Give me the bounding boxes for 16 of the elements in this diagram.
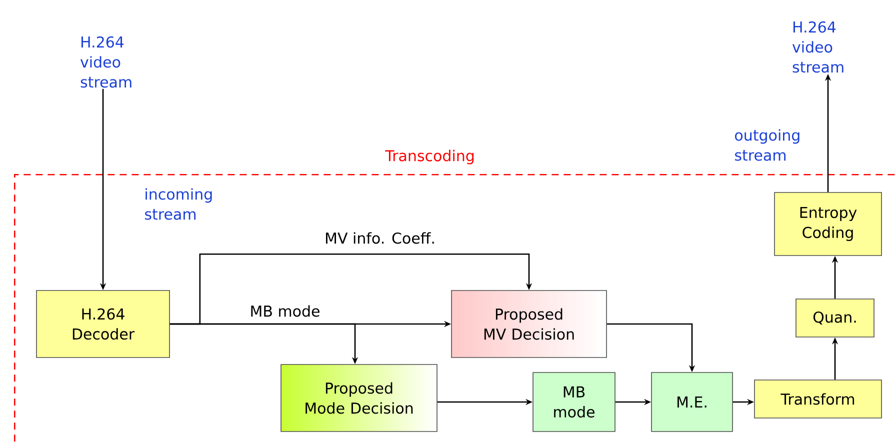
region-title: Transcoding xyxy=(385,150,474,164)
process-box: Proposed Mode Decision xyxy=(280,364,438,432)
edge-label: incoming stream xyxy=(143,187,224,221)
process-box: Proposed MV Decision xyxy=(451,290,607,358)
edge-label: outgoing stream xyxy=(733,128,814,162)
process-box: H.264 Decoder xyxy=(36,290,170,358)
process-box: M.E. xyxy=(651,372,733,432)
process-box: MB mode xyxy=(532,372,616,432)
edge-label: MB mode xyxy=(248,304,322,318)
process-box: Quan. xyxy=(796,298,874,338)
process-box: Transform xyxy=(754,380,882,418)
stream-text: H.264 video stream xyxy=(80,36,132,88)
dashed-region xyxy=(14,174,896,443)
edge-label: MV info. Coeff. xyxy=(324,231,436,245)
stream-text: H.264 video stream xyxy=(792,21,844,73)
process-box: Entropy Coding xyxy=(774,192,882,256)
